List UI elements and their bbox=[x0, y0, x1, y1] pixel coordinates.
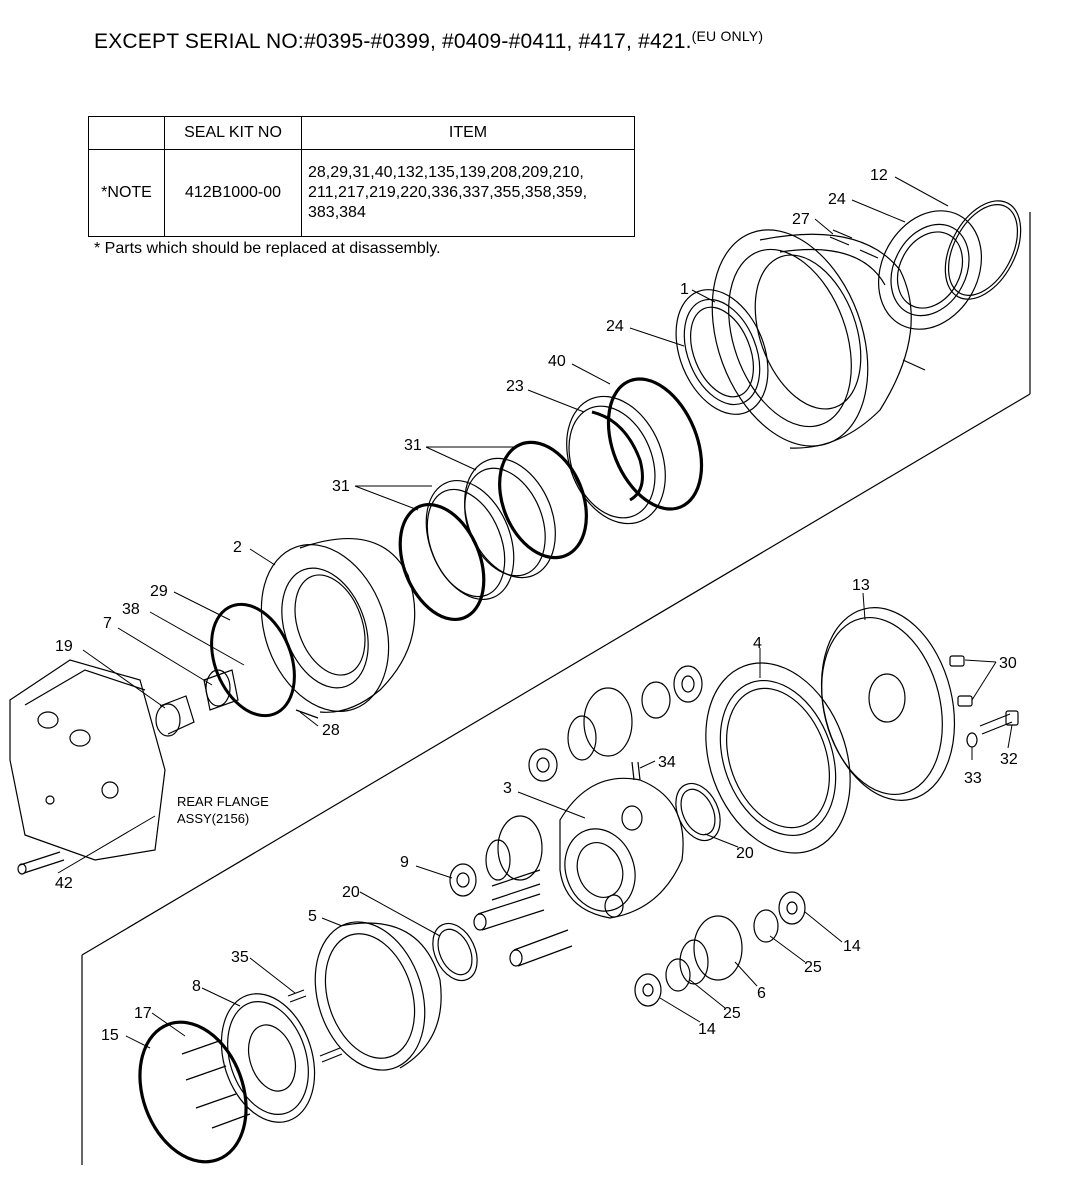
callout-5: 5 bbox=[308, 908, 317, 925]
items-line-3: 383,384 bbox=[308, 204, 366, 221]
part-17-studs bbox=[181, 1039, 251, 1129]
callout-24-front: 24 bbox=[606, 318, 624, 335]
part-8-sprocket bbox=[220, 993, 316, 1123]
part-20-thrust-washer-lower bbox=[432, 922, 478, 982]
leader-lines bbox=[57, 176, 1013, 1049]
part-15-o-ring bbox=[138, 1020, 248, 1164]
part-3-planet-carrier bbox=[559, 777, 684, 919]
callout-14-lower: 14 bbox=[698, 1021, 716, 1038]
callout-28: 28 bbox=[322, 722, 340, 739]
part-1-housing bbox=[711, 229, 912, 449]
part-29-o-ring bbox=[210, 602, 296, 718]
callout-4: 4 bbox=[753, 635, 762, 652]
callout-15: 15 bbox=[101, 1027, 119, 1044]
part-33-washer bbox=[966, 732, 978, 748]
part-13-carrier bbox=[820, 607, 956, 801]
callout-17: 17 bbox=[134, 1005, 152, 1022]
part-34-pin bbox=[631, 761, 641, 781]
callout-29: 29 bbox=[150, 583, 168, 600]
rear-flange-assembly bbox=[9, 659, 166, 861]
callout-23: 23 bbox=[506, 378, 524, 395]
part-5-ring-gear bbox=[314, 921, 442, 1071]
part-40-ring bbox=[606, 377, 704, 511]
callout-20-lower: 20 bbox=[342, 884, 360, 901]
part-28-pin bbox=[295, 709, 319, 719]
callout-labels: 12 24 27 1 24 40 23 31 31 2 29 38 7 19 2… bbox=[55, 167, 1018, 1044]
title-suffix: (EU ONLY) bbox=[691, 28, 764, 44]
callout-25-lower: 25 bbox=[723, 1005, 741, 1022]
part-35-bolt bbox=[287, 989, 343, 1063]
seal-kit-table: SEAL KIT NO ITEM *NOTE 412B1000-00 28,29… bbox=[88, 116, 635, 237]
callout-31-lower: 31 bbox=[332, 478, 350, 495]
table-cell-items: 28,29,31,40,132,135,139,208,209,210, 211… bbox=[301, 149, 635, 237]
part-2-hub bbox=[260, 537, 416, 713]
part-7-coupling bbox=[203, 669, 239, 711]
callout-42: 42 bbox=[55, 875, 73, 892]
part-planet-gear-lower bbox=[473, 815, 573, 967]
part-12-snap-ring bbox=[944, 200, 1022, 300]
callout-3: 3 bbox=[503, 780, 512, 797]
callout-40: 40 bbox=[548, 353, 566, 370]
callout-12: 12 bbox=[870, 167, 888, 184]
callout-2: 2 bbox=[233, 539, 242, 556]
callout-25-upper: 25 bbox=[804, 959, 822, 976]
items-line-2: 211,217,219,220,336,337,355,358,359, bbox=[308, 184, 588, 201]
part-30-plugs bbox=[949, 655, 973, 707]
callout-19: 19 bbox=[55, 638, 73, 655]
callout-9: 9 bbox=[400, 854, 409, 871]
rear-flange-label-line2: ASSY(2156) bbox=[177, 811, 249, 826]
part-32-bolt bbox=[979, 710, 1019, 735]
part-14-thrust-washers bbox=[634, 891, 806, 1007]
callout-20-upper: 20 bbox=[736, 845, 754, 862]
callout-38: 38 bbox=[122, 601, 140, 618]
part-25-needle-bearings bbox=[665, 909, 779, 992]
callout-13: 13 bbox=[852, 577, 870, 594]
table-cell-kit-no: 412B1000-00 bbox=[164, 149, 302, 237]
title-main: EXCEPT SERIAL NO:#0395-#0399, #0409-#041… bbox=[94, 30, 692, 53]
callout-8: 8 bbox=[192, 978, 201, 995]
part-6-planet-gear bbox=[679, 915, 743, 985]
part-23-floating-seal bbox=[566, 395, 666, 525]
callout-1: 1 bbox=[680, 281, 689, 298]
callout-24-rear: 24 bbox=[828, 191, 846, 208]
part-9-thrust-washer bbox=[449, 863, 477, 897]
callout-33: 33 bbox=[964, 770, 982, 787]
part-24-bearing-rear bbox=[877, 210, 983, 330]
rear-flange-label-line1: REAR FLANGE bbox=[177, 794, 269, 809]
callout-34: 34 bbox=[658, 754, 676, 771]
table-row: *NOTE 412B1000-00 28,29,31,40,132,135,13… bbox=[88, 149, 635, 237]
page-title: EXCEPT SERIAL NO:#0395-#0399, #0409-#041… bbox=[94, 28, 763, 54]
callout-27: 27 bbox=[792, 211, 810, 228]
callout-30: 30 bbox=[999, 655, 1017, 672]
part-24-bearing-front bbox=[675, 289, 769, 415]
table-header-row: SEAL KIT NO ITEM bbox=[88, 116, 635, 150]
part-4-ring-gear bbox=[705, 662, 851, 854]
callout-35: 35 bbox=[231, 949, 249, 966]
table-cell-note: *NOTE bbox=[88, 149, 165, 237]
table-header-seal-kit: SEAL KIT NO bbox=[164, 116, 302, 150]
part-19-sleeve bbox=[155, 695, 195, 737]
callout-7: 7 bbox=[103, 615, 112, 632]
part-thrust-washers-upper bbox=[528, 665, 703, 782]
part-planet-gear-upper bbox=[567, 687, 633, 761]
part-42-pin bbox=[17, 851, 65, 875]
items-line-1: 28,29,31,40,132,135,139,208,209,210, bbox=[308, 164, 584, 181]
callout-6: 6 bbox=[757, 985, 766, 1002]
part-27-pins bbox=[829, 229, 926, 371]
table-header-item: ITEM bbox=[301, 116, 635, 150]
part-31-floating-seals bbox=[398, 440, 588, 622]
callout-31-upper: 31 bbox=[404, 437, 422, 454]
callout-32: 32 bbox=[1000, 751, 1018, 768]
footnote: * Parts which should be replaced at disa… bbox=[94, 240, 441, 257]
frame-lines bbox=[81, 212, 1031, 1165]
callout-14-upper: 14 bbox=[843, 938, 861, 955]
